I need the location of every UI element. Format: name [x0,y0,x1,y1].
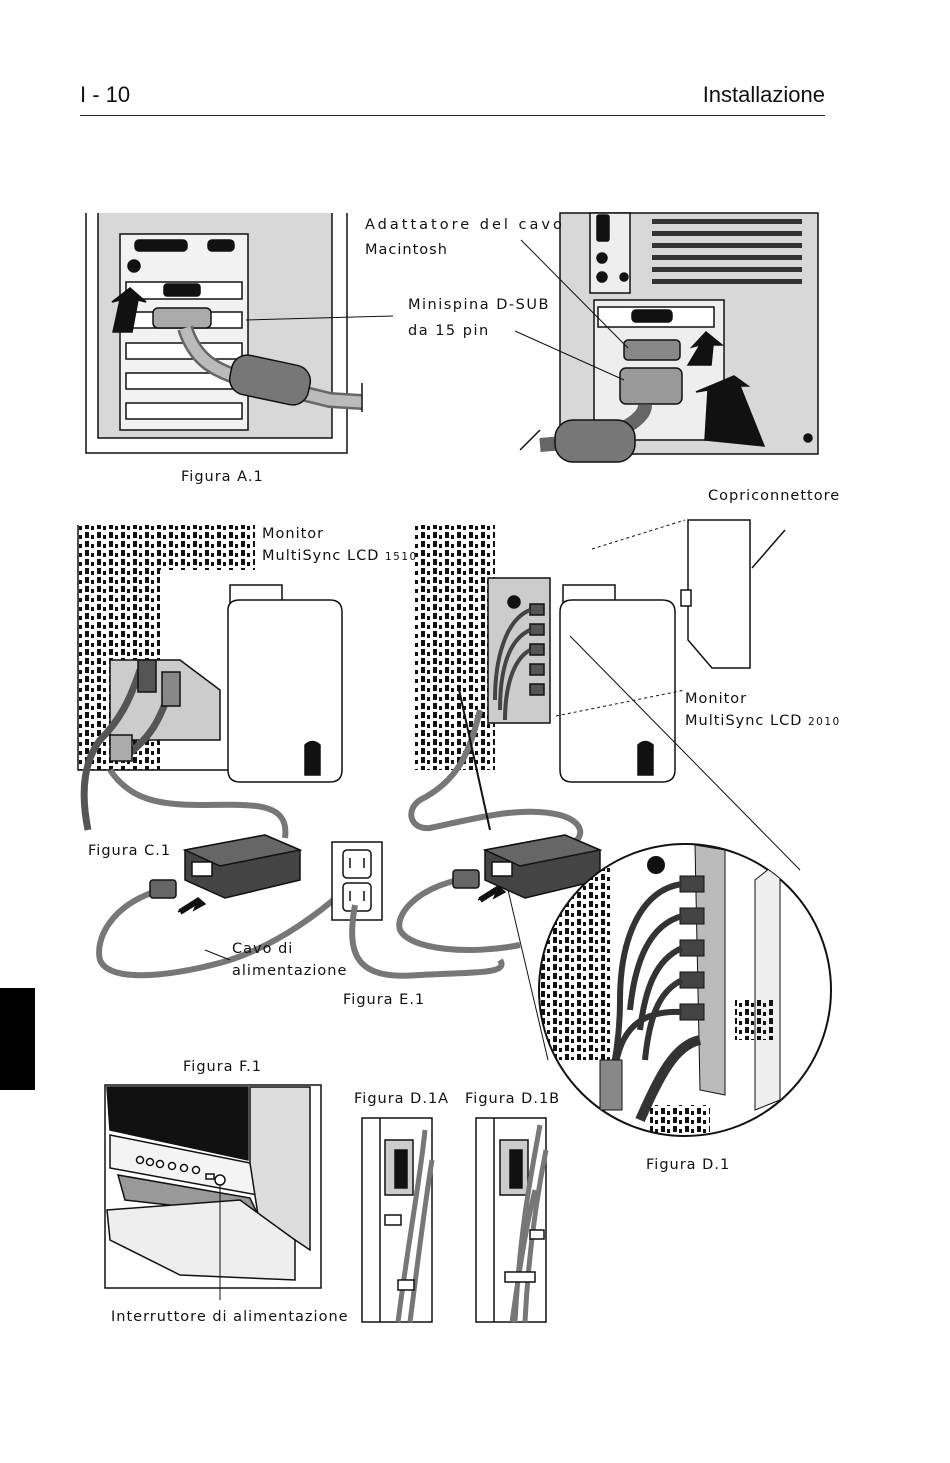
caption-figura-d1: Figura D.1 [646,1157,731,1173]
figure-f1-monitor-front [104,1084,322,1300]
monitor-1510-name: MultiSync LCD [262,548,380,564]
chapter-tab-marker [0,988,35,1090]
figure-c1-monitor-1510-rear [77,525,343,839]
label-copriconnettore: Copriconnettore [708,488,841,504]
label-minispina-line2: da 15 pin [408,323,490,339]
label-interruttore: Interruttore di alimentazione [111,1309,349,1325]
caption-figura-e1: Figura E.1 [343,992,426,1008]
monitor-1510-model: 1510 [384,551,418,563]
monitor-2010-name: MultiSync LCD [685,713,803,729]
section-title: Installazione [702,82,825,107]
figure-d1-zoom-circle [538,843,832,1137]
figure-d-monitor-2010-rear [408,519,801,1061]
header-rule [80,115,825,116]
label-minispina-line1: Minispina D-SUB [408,297,550,313]
label-monitor-1510-line2: MultiSync LCD 1510 [262,545,418,567]
figure-a1-pc-rear [85,213,394,454]
label-cavo-line2: alimentazione [232,963,348,979]
label-cavo-line1: Cavo di [232,941,294,957]
monitor-2010-model: 2010 [807,716,841,728]
figure-b1-mac-rear [514,212,819,463]
caption-figura-c1: Figura C.1 [88,843,172,859]
power-supply-and-cords [96,834,603,979]
figure-d1b-detail [475,1117,549,1323]
label-adattatore-line1: Adattatore del cavo [365,217,565,233]
page-number: I - 10 [80,82,131,107]
caption-figura-d1a: Figura D.1A [354,1091,450,1107]
caption-figura-d1b: Figura D.1B [465,1091,561,1107]
label-adattatore-line2: Macintosh [365,242,448,258]
label-monitor-2010-line1: Monitor [685,691,748,707]
figure-d1a-detail [361,1117,435,1323]
caption-figura-a1: Figura A.1 [181,469,264,485]
label-monitor-1510-line1: Monitor [262,526,325,542]
label-monitor-2010-line2: MultiSync LCD 2010 [685,710,841,732]
caption-figura-f1: Figura F.1 [183,1059,263,1075]
